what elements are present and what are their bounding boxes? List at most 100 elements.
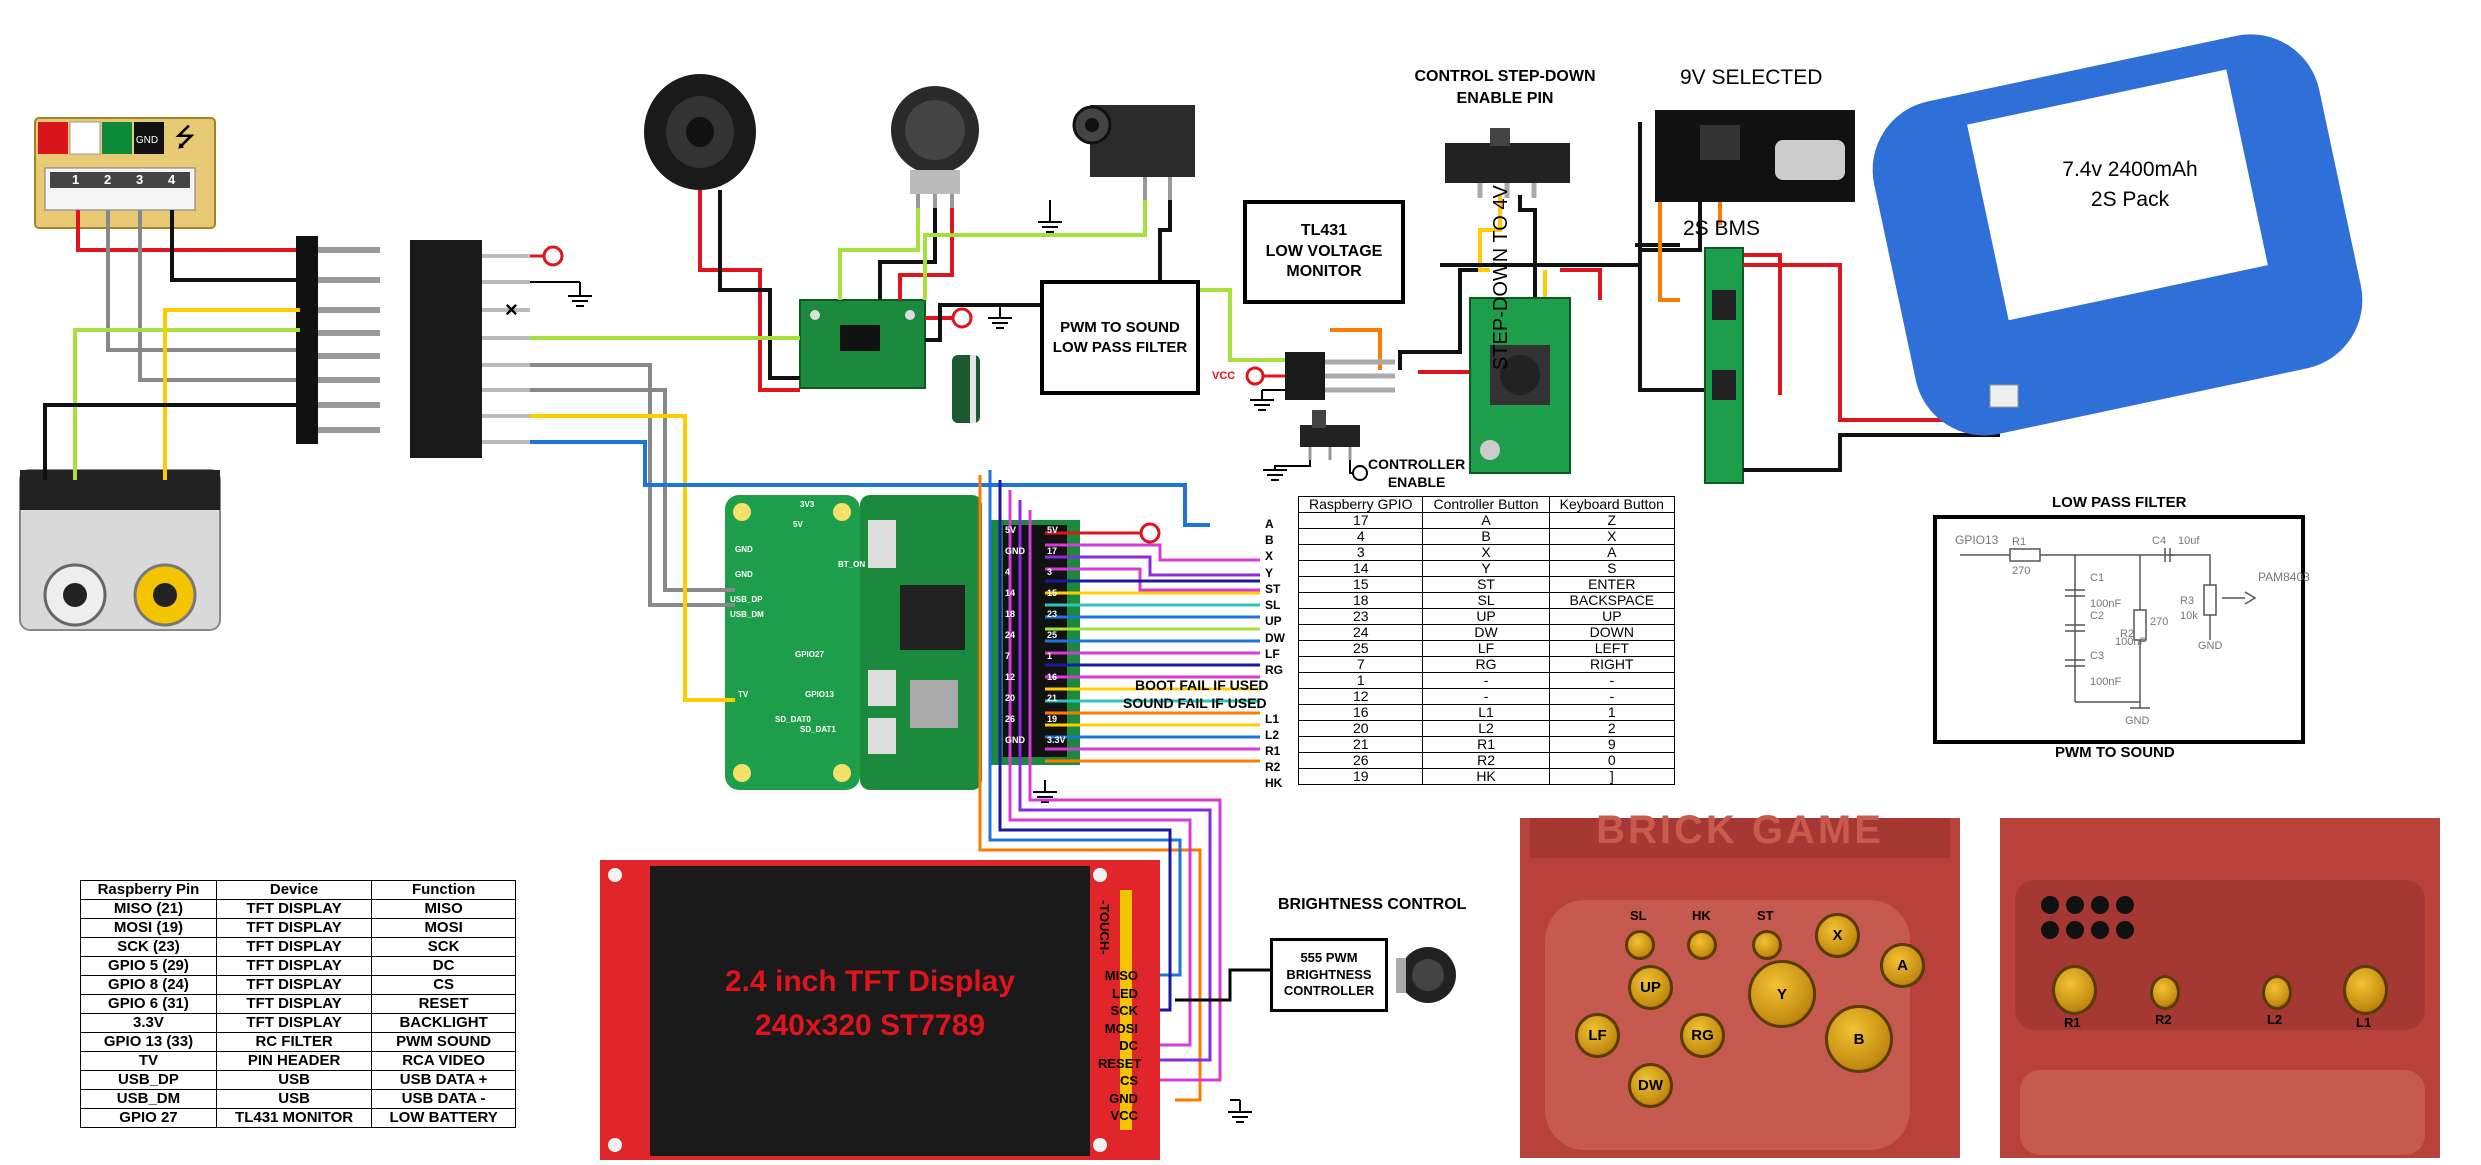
table-cell: TFT DISPLAY bbox=[215, 975, 373, 995]
table-cell: 24 bbox=[1297, 624, 1424, 641]
table-row: 12-- bbox=[1297, 688, 1676, 705]
lpf-footer: PWM TO SOUND bbox=[2055, 744, 2175, 761]
button-a[interactable]: A bbox=[1880, 943, 1925, 988]
tft-display bbox=[600, 860, 1160, 1160]
gpio-header-controller: Controller Button bbox=[1422, 496, 1550, 513]
button-up[interactable]: UP bbox=[1628, 965, 1673, 1010]
pi-pin-label: 5V bbox=[1047, 525, 1059, 535]
button-y[interactable]: Y bbox=[1748, 960, 1816, 1028]
controller-label: L2 bbox=[1265, 728, 1280, 742]
table-cell: 17 bbox=[1297, 512, 1424, 529]
button-lf[interactable]: LF bbox=[1575, 1013, 1620, 1058]
button-rg[interactable]: RG bbox=[1680, 1013, 1725, 1058]
board-label: GND bbox=[735, 570, 753, 579]
table-cell: RIGHT bbox=[1548, 656, 1676, 673]
lpf-r3: R3 bbox=[2180, 595, 2195, 607]
usb-pin-4: 4 bbox=[168, 172, 176, 187]
usb-connector: GND ⭍ bbox=[34, 117, 216, 229]
lpf-pam: PAM8403 bbox=[2258, 570, 2310, 584]
stepdown-switch bbox=[1445, 128, 1570, 198]
table-cell: 1 bbox=[1548, 704, 1676, 721]
pwm555-box: 555 PWM BRIGHTNESS CONTROLLER bbox=[1270, 938, 1388, 1012]
l1-label: L1 bbox=[2356, 1015, 2372, 1030]
table-cell: 23 bbox=[1297, 608, 1424, 625]
battery-pack bbox=[1872, 34, 2363, 436]
boot-fail-label: BOOT FAIL IF USED bbox=[1135, 677, 1269, 693]
table-cell: 16 bbox=[1297, 704, 1424, 721]
vcc-label: VCC bbox=[1212, 370, 1236, 382]
table-cell: Z bbox=[1548, 512, 1676, 529]
pi-pin-label: 20 bbox=[1005, 693, 1016, 703]
lpf-gpio: GPIO13 bbox=[1955, 533, 1999, 547]
lpf-c2v: 100nF bbox=[2115, 636, 2147, 648]
table-cell: GPIO 6 (31) bbox=[80, 994, 217, 1014]
battery-label: 7.4v 2400mAh 2S Pack bbox=[2062, 158, 2198, 212]
table-cell: 26 bbox=[1297, 752, 1424, 769]
lpf-c3: C3 bbox=[2090, 650, 2105, 662]
st-label: ST bbox=[1757, 908, 1774, 923]
female-pin-header: × bbox=[410, 240, 592, 458]
lpf-r1v: 270 bbox=[2012, 565, 2031, 577]
table-cell: TFT DISPLAY bbox=[215, 994, 373, 1014]
button-b[interactable]: B bbox=[1825, 1005, 1893, 1073]
lpf-c1v: 100nF bbox=[2090, 598, 2122, 610]
l2-label: L2 bbox=[2267, 1012, 2283, 1027]
capacitor bbox=[952, 355, 980, 423]
table-cell: USB_DM bbox=[80, 1089, 217, 1109]
table-cell: MOSI (19) bbox=[80, 918, 217, 938]
table-cell: RC FILTER bbox=[215, 1032, 373, 1052]
button-st[interactable] bbox=[1752, 930, 1782, 960]
low-pass-filter-schematic bbox=[1933, 515, 2305, 744]
table-cell: R2 bbox=[1422, 752, 1550, 769]
table-cell: ST bbox=[1422, 576, 1550, 593]
button-r2[interactable] bbox=[2150, 975, 2180, 1010]
table-cell: GPIO 27 bbox=[80, 1108, 217, 1128]
table-cell: TFT DISPLAY bbox=[215, 1013, 373, 1033]
pi-pin-label: 25 bbox=[1047, 630, 1058, 640]
pi-pin-label: 16 bbox=[1047, 672, 1058, 682]
table-cell: LOW BATTERY bbox=[371, 1108, 516, 1128]
lpf-c3v: 100nF bbox=[2090, 676, 2122, 688]
pi-pin-label: 3 bbox=[1047, 567, 1053, 577]
lpf-c4: C4 bbox=[2152, 535, 2167, 547]
button-l2[interactable] bbox=[2262, 975, 2292, 1010]
button-x[interactable]: X bbox=[1815, 913, 1860, 958]
button-hk[interactable] bbox=[1687, 930, 1717, 960]
button-l1[interactable] bbox=[2343, 965, 2388, 1015]
table-cell: LEFT bbox=[1548, 640, 1676, 657]
table-cell: 9 bbox=[1548, 736, 1676, 753]
table-cell: PWM SOUND bbox=[371, 1032, 516, 1052]
table-cell: 3 bbox=[1297, 544, 1424, 561]
gpio-header-keyboard: Keyboard Button bbox=[1548, 496, 1676, 513]
table-cell: PIN HEADER bbox=[215, 1051, 373, 1071]
tft-pin-label: VCC bbox=[1110, 1108, 1138, 1123]
pin-header-device: Device bbox=[215, 880, 373, 900]
tft-pin-label: MOSI bbox=[1104, 1020, 1138, 1036]
controller-label: Y bbox=[1265, 566, 1274, 580]
table-cell: UP bbox=[1548, 608, 1676, 625]
controller-label: DW bbox=[1265, 631, 1285, 645]
tft-pin-label: MISO bbox=[1104, 968, 1138, 983]
tft-pin-label: GND bbox=[1109, 1090, 1138, 1106]
lpf-r2v: 270 bbox=[2150, 616, 2169, 628]
button-r1[interactable] bbox=[2052, 965, 2097, 1015]
button-sl[interactable] bbox=[1625, 930, 1655, 960]
button-dw[interactable]: DW bbox=[1628, 1063, 1673, 1108]
table-row: 1-- bbox=[1297, 672, 1676, 689]
usb-pin-3: 3 bbox=[136, 172, 144, 187]
audio-jack bbox=[1072, 105, 1195, 200]
